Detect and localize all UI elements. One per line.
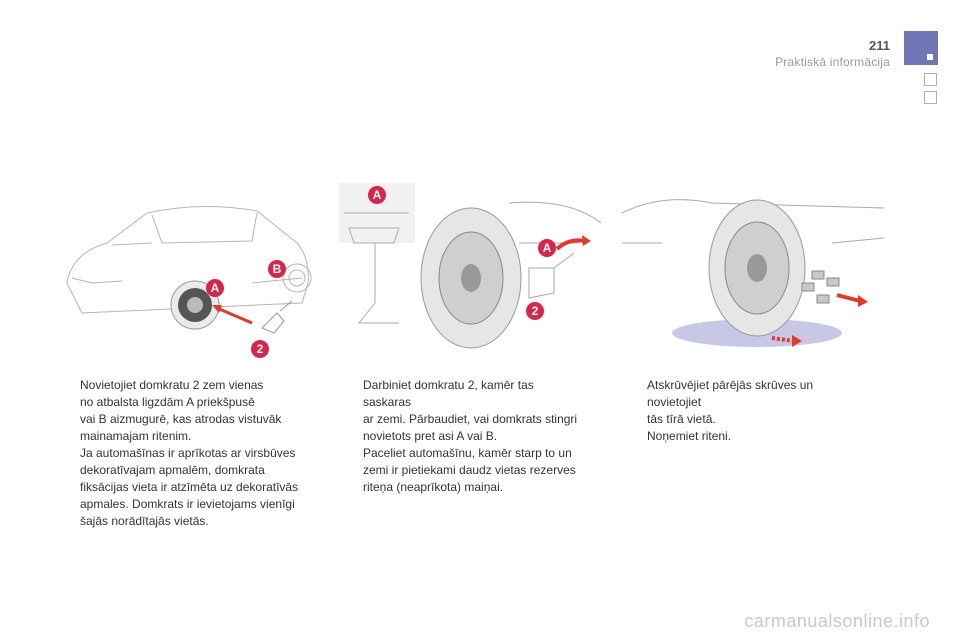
instruction-line: Atskrūvējiet pārējās skrūves un novietoj…	[647, 378, 814, 409]
svg-text:2: 2	[532, 304, 539, 318]
instruction-item: Darbiniet domkratu 2, kamēr tas saskaras…	[343, 377, 583, 445]
page-number: 211	[869, 38, 890, 53]
bolts-removal-drawing	[621, 199, 885, 347]
illustration-car-jack-points: A B 2	[52, 183, 314, 358]
chapter-tab-box	[924, 73, 937, 86]
instruction-line: tās tīrā vietā.	[647, 412, 716, 426]
instruction-column-1: Novietojiet domkratu 2 zem vienas no atb…	[60, 377, 300, 530]
instruction-line: zemi ir pietiekami daudz vietas rezerves	[363, 463, 576, 477]
instruction-column-3: Atskrūvējiet pārējās skrūves un novietoj…	[627, 377, 867, 445]
arrow-icon	[555, 238, 585, 251]
instruction-line: Ja automašīnas ir aprīkotas ar virsbūves	[80, 446, 296, 460]
instruction-line: novietots pret asi A vai B.	[363, 429, 498, 443]
svg-text:A: A	[211, 281, 220, 295]
instruction-line: riteņa (neaprīkota) maiņai.	[363, 480, 504, 494]
instruction-line: no atbalsta ligzdām A priekšpusē	[80, 395, 255, 409]
instruction-line: dekoratīvajam apmalēm, domkrata	[80, 463, 265, 477]
section-title: Praktiskā informācija	[775, 55, 890, 69]
jack-wheel-drawing: A A 2	[339, 183, 602, 349]
instruction-item: Noņemiet riteni.	[627, 428, 867, 445]
badge-2	[526, 302, 544, 320]
badge-2	[251, 340, 269, 358]
arrow-icon	[216, 306, 253, 325]
instruction-line: šajās norādītajās vietās.	[80, 514, 209, 528]
svg-text:A: A	[543, 241, 552, 255]
badge-a	[368, 186, 386, 204]
svg-text:B: B	[273, 262, 282, 276]
instruction-line: Darbiniet domkratu 2, kamēr tas saskaras	[363, 378, 534, 409]
car-jack-drawing: A B 2	[66, 205, 312, 358]
illustration-remove-bolts	[621, 183, 885, 348]
instruction-item: Novietojiet domkratu 2 zem vienas no atb…	[60, 377, 300, 530]
instruction-line: vai B aizmugurē, kas atrodas vistuvāk	[80, 412, 282, 426]
badge-a	[538, 239, 556, 257]
instruction-line: Paceliet automašīnu, kamēr starp to un	[363, 446, 572, 460]
instruction-line: apmales. Domkrats ir ievietojams vienīgi	[80, 497, 295, 511]
instruction-line: mainamajam ritenim.	[80, 429, 192, 443]
chapter-tab-box	[924, 91, 937, 104]
watermark: carmanualsonline.info	[744, 611, 930, 631]
svg-text:A: A	[373, 188, 382, 202]
chapter-tab-active	[904, 31, 938, 65]
svg-text:2: 2	[257, 342, 264, 356]
instruction-item: Paceliet automašīnu, kamēr starp to un z…	[343, 445, 583, 496]
instruction-column-2: Darbiniet domkratu 2, kamēr tas saskaras…	[343, 377, 583, 496]
badge-a	[206, 279, 224, 297]
instruction-line: fiksācijas vieta ir atzīmēta uz dekoratī…	[80, 480, 299, 494]
tab-marker-icon	[927, 54, 933, 60]
instruction-item: Atskrūvējiet pārējās skrūves un novietoj…	[627, 377, 867, 428]
illustration-jack-under-wheel: A A 2	[339, 183, 602, 349]
instruction-line: ar zemi. Pārbaudiet, vai domkrats stingr…	[363, 412, 578, 426]
arrow-icon	[836, 293, 861, 303]
instruction-line: Noņemiet riteni.	[647, 429, 732, 443]
instruction-line: Novietojiet domkratu 2 zem vienas	[80, 378, 264, 392]
badge-b	[268, 260, 286, 278]
